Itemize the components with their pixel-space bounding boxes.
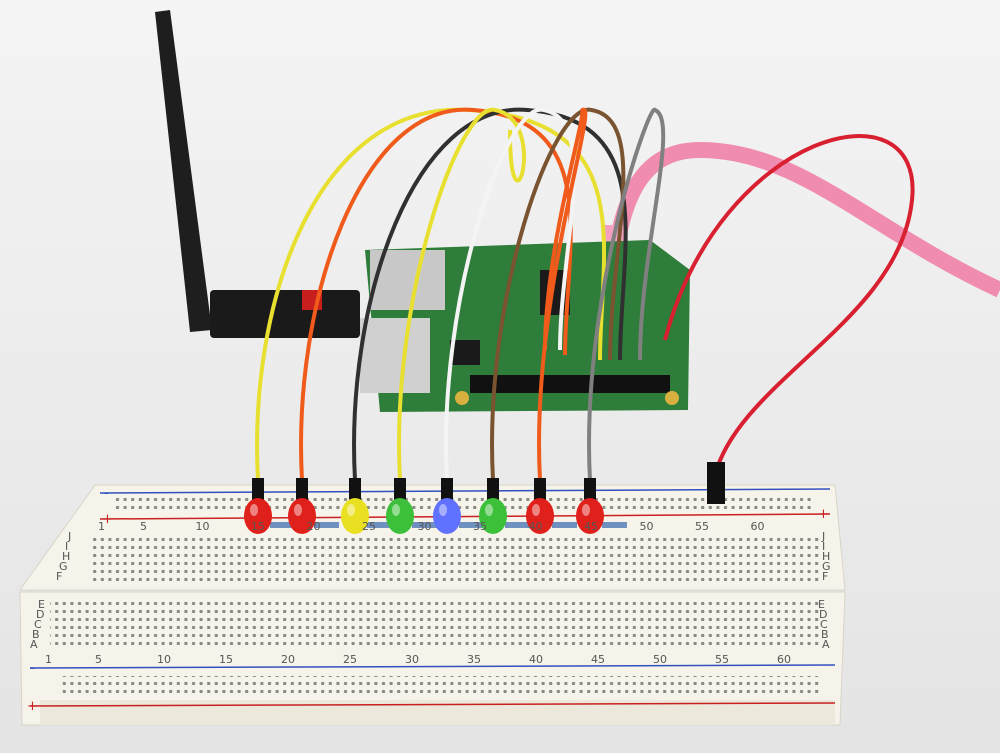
plus-label: + (102, 512, 113, 527)
row-letter: D (819, 608, 827, 621)
column-number: 20 (307, 520, 321, 533)
plus-label: + (818, 507, 829, 522)
column-number: 1 (98, 520, 105, 533)
led (386, 498, 414, 534)
column-number: 30 (405, 653, 419, 666)
usb-cable (604, 141, 1000, 298)
led-highlight (532, 504, 540, 516)
jumper-wire (587, 107, 666, 481)
column-number: 40 (529, 520, 543, 533)
column-number: 20 (281, 653, 295, 666)
jumper-wire (397, 107, 527, 481)
row-letter: A (30, 638, 38, 651)
led (341, 498, 369, 534)
row-letter: J (821, 530, 825, 543)
row-letter: H (822, 550, 830, 563)
led-highlight (250, 504, 258, 516)
led (288, 498, 316, 534)
column-number: 50 (640, 520, 654, 533)
led-highlight (485, 504, 493, 516)
row-letter: G (59, 560, 68, 573)
minus-label: - (104, 486, 109, 501)
jumper-wire (299, 107, 573, 481)
row-letter: F (56, 570, 62, 583)
row-letter: B (32, 628, 40, 641)
column-number: 50 (653, 653, 667, 666)
jumper-wire (490, 107, 626, 481)
row-letter: G (822, 560, 831, 573)
plus-label: + (27, 699, 38, 714)
column-number: 45 (591, 653, 605, 666)
antenna (155, 10, 212, 332)
led (576, 498, 604, 534)
column-number: 5 (140, 520, 147, 533)
column-number: 60 (777, 653, 791, 666)
led-highlight (392, 504, 400, 516)
row-letter: I (822, 540, 825, 553)
led (244, 498, 272, 534)
row-letter: J (67, 530, 71, 543)
wifi-dongle (210, 290, 360, 338)
jumper-wire (352, 107, 628, 481)
led-highlight (439, 504, 447, 516)
jumper-wire (537, 107, 588, 481)
column-number: 15 (219, 653, 233, 666)
column-number: 30 (418, 520, 432, 533)
led-highlight (294, 504, 302, 516)
column-number: 35 (473, 520, 487, 533)
led (526, 498, 554, 534)
row-letter: D (36, 608, 44, 621)
column-number: 40 (529, 653, 543, 666)
row-letter: C (820, 618, 828, 631)
column-number: 1 (45, 653, 52, 666)
column-number: 45 (584, 520, 598, 533)
column-number: 15 (251, 520, 265, 533)
row-letter: B (821, 628, 829, 641)
led-highlight (582, 504, 590, 516)
column-number: 55 (715, 653, 729, 666)
row-letter: E (38, 598, 45, 611)
led (433, 498, 461, 534)
row-letter: H (62, 550, 70, 563)
row-letter: C (34, 618, 42, 631)
row-letter: I (65, 540, 68, 553)
led-highlight (347, 504, 355, 516)
column-number: 5 (95, 653, 102, 666)
power-wire-pin (707, 462, 725, 504)
led (479, 498, 507, 534)
column-number: 60 (751, 520, 765, 533)
column-number: 25 (362, 520, 376, 533)
minus-label: - (30, 661, 35, 676)
column-number: 25 (343, 653, 357, 666)
power-wire (663, 134, 915, 476)
row-letter: A (822, 638, 830, 651)
column-number: 55 (695, 520, 709, 533)
column-number: 35 (467, 653, 481, 666)
column-number: 10 (196, 520, 210, 533)
row-letter: E (818, 598, 825, 611)
row-letter: F (822, 570, 828, 583)
jumper-wire (444, 107, 576, 481)
column-number: 10 (157, 653, 171, 666)
